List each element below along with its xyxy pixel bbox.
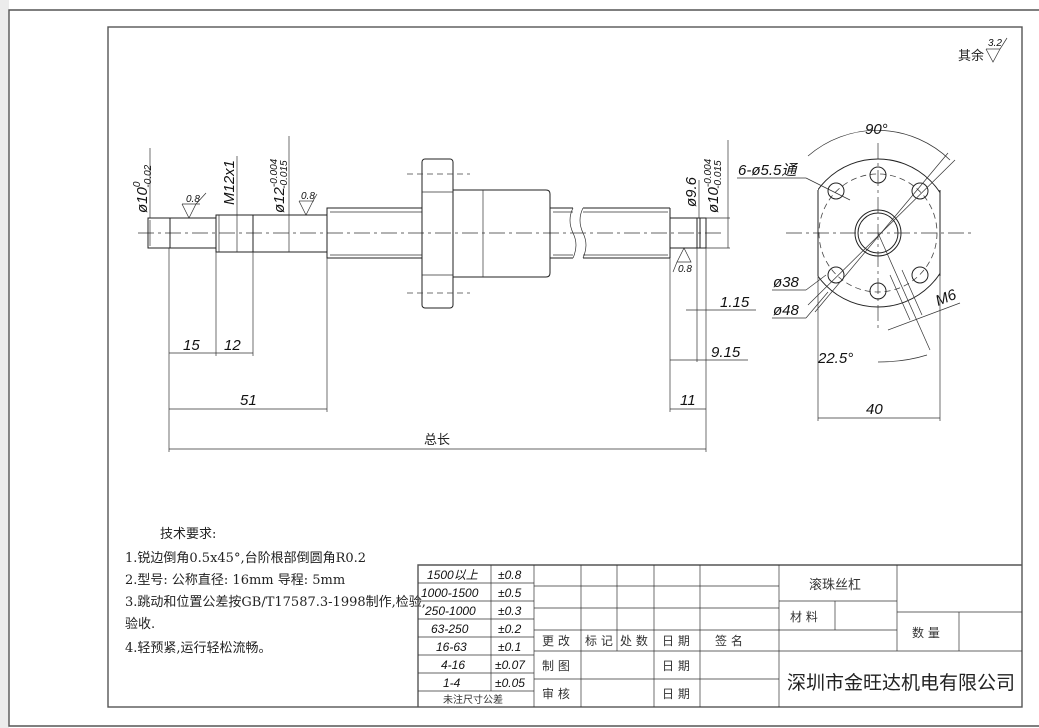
tolerance-range: 1000-1500 (421, 586, 479, 600)
rev-header-date: 日 期 (662, 634, 690, 648)
tech-req-item: 2.型号: 公称直径: 16mm 导程: 5mm (125, 573, 345, 588)
dim-11: 11 (680, 392, 696, 409)
left-end-diameter-lower: -0.02 (143, 164, 154, 187)
surface-note-label: 其余 (958, 48, 984, 64)
left-shaft-annotations: ø100-0.02 M12x1 ø12-0.004-0.015 0.8 0.8 (132, 136, 318, 252)
material-label: 材 料 (790, 610, 818, 624)
tech-req-item: 3.跳动和位置公差按GB/T17587.3-1998制作,检验, (125, 594, 426, 610)
tech-req-item: 验收. (125, 616, 155, 632)
checked-date-label: 日 期 (662, 687, 690, 701)
tolerance-range: 250-1000 (424, 604, 476, 618)
bearing-diameter-lower: -0.015 (279, 160, 290, 189)
left-end-diameter-upper: 0 (132, 181, 143, 187)
rev-header-signature: 签 名 (715, 633, 743, 648)
roughness-symbol: 0.8 (181, 192, 207, 219)
tolerance-range: 4-16 (441, 658, 465, 672)
flange-end-view: 90° M6 22.5° 40 6-ø5.5通 ø38 ø48 (737, 121, 972, 421)
tolerance-value: ±0.2 (498, 622, 522, 636)
dim-15: 15 (183, 337, 200, 354)
flange-outer-diameter: ø48 (773, 302, 800, 319)
bolt-circle-diameter: ø38 (773, 274, 800, 291)
svg-text:0.8: 0.8 (678, 264, 692, 275)
left-end-diameter: ø10 (134, 186, 151, 213)
roughness-symbol: 0.8 (298, 191, 318, 216)
dim-51: 51 (240, 392, 257, 409)
drawn-by-label: 制 图 (542, 659, 570, 673)
oil-hole-angle: 22.5° (817, 350, 853, 367)
tolerance-value: ±0.3 (498, 604, 522, 618)
svg-text:0.8: 0.8 (186, 194, 200, 205)
tolerance-range: 63-250 (431, 622, 469, 636)
svg-text:ø10-0.004-0.015: ø10-0.004-0.015 (703, 158, 724, 213)
tolerance-range: 16-63 (436, 640, 467, 654)
tolerance-table: 1500以上 ±0.8 1000-1500 ±0.5 250-1000 ±0.3… (421, 568, 526, 706)
surface-roughness-note: 其余 3.2 (958, 37, 1008, 64)
svg-text:ø12-0.004-0.015: ø12-0.004-0.015 (269, 158, 290, 213)
linear-dimensions: 15 12 51 总长 1.15 9.15 11 (168, 248, 756, 452)
right-end-diameter-lower: -0.015 (713, 160, 724, 189)
checked-by-label: 审 核 (542, 686, 570, 701)
groove-diameter: ø9.6 (683, 176, 700, 207)
dim-9-15: 9.15 (711, 344, 741, 361)
title-block: 1500以上 ±0.8 1000-1500 ±0.5 250-1000 ±0.3… (417, 564, 1022, 707)
tolerance-caption: 未注尺寸公差 (443, 693, 503, 706)
tolerance-range: 1500以上 (427, 568, 479, 582)
rev-header-count: 处 数 (620, 633, 648, 648)
tolerance-range: 1-4 (443, 676, 461, 690)
sheet-frame (8, 9, 1039, 727)
part-name: 滚珠丝杠 (809, 577, 861, 593)
rev-header-change: 更 改 (542, 634, 570, 648)
bearing-diameter-upper: -0.004 (269, 158, 280, 187)
tech-req-item: 1.锐边倒角0.5x45°,台阶根部倒圆角R0.2 (125, 551, 366, 566)
tolerance-value: ±0.8 (498, 568, 522, 582)
tolerance-value: ±0.05 (495, 676, 525, 690)
roughness-symbol: 0.8 (672, 247, 692, 275)
dim-12: 12 (224, 337, 241, 354)
svg-text:ø100-0.02: ø100-0.02 (132, 164, 154, 213)
thread-spec: M12x1 (221, 160, 238, 205)
left-window-edge (0, 0, 9, 728)
right-end-diameter-upper: -0.004 (703, 158, 714, 187)
bearing-diameter: ø12 (271, 186, 288, 213)
tech-req-title: 技术要求: (160, 527, 216, 542)
right-end-diameter: ø10 (705, 186, 722, 213)
drawn-date-label: 日 期 (662, 659, 690, 673)
right-shaft-annotations: ø9.6 ø10-0.004-0.015 0.8 (672, 140, 730, 275)
oil-hole-thread: M6 (933, 286, 959, 310)
flange-width: 40 (866, 401, 883, 418)
tolerance-value: ±0.5 (498, 586, 522, 600)
company-name: 深圳市金旺达机电有限公司 (787, 672, 1015, 694)
rev-header-mark: 标 记 (585, 634, 613, 648)
quantity-label: 数 量 (912, 625, 940, 640)
tolerance-value: ±0.07 (495, 658, 526, 672)
svg-text:0.8: 0.8 (301, 191, 315, 202)
technical-requirements: 技术要求: 1.锐边倒角0.5x45°,台阶根部倒圆角R0.2 2.型号: 公称… (125, 527, 426, 656)
mounting-holes: 6-ø5.5通 (738, 162, 798, 179)
surface-note-roughness: 3.2 (988, 38, 1002, 49)
hole-angle-90: 90° (865, 121, 888, 138)
dim-total-length: 总长 (424, 433, 450, 448)
tech-req-item: 4.轻预紧,运行轻松流畅。 (125, 641, 272, 656)
dim-1-15: 1.15 (720, 294, 750, 311)
ball-screw-side-view (138, 158, 722, 309)
tolerance-value: ±0.1 (498, 640, 521, 654)
